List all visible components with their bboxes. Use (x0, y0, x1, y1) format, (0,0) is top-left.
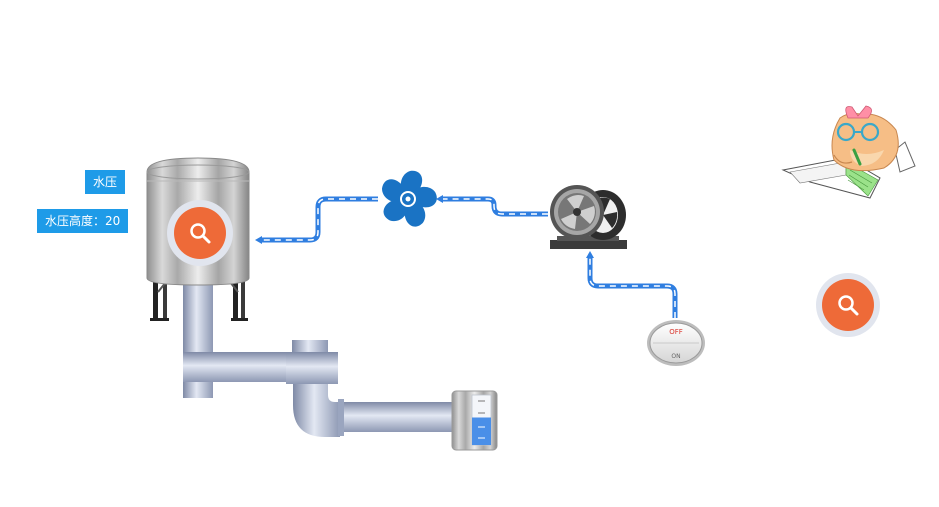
zoom-button-tank[interactable] (167, 200, 233, 266)
level-gauge-fill (472, 417, 491, 445)
motor-icon (550, 185, 627, 249)
switch-off-label: OFF (669, 328, 683, 336)
flow-line-fan-to-tank (255, 196, 378, 244)
water-pipe (183, 280, 454, 437)
level-gauge (451, 390, 498, 451)
search-icon (190, 223, 211, 244)
toggle-switch[interactable]: OFF ON (647, 320, 705, 366)
pressure-height-tag: 水压高度：20 (37, 209, 129, 233)
reading-cat-illustration (781, 105, 916, 199)
search-icon (838, 295, 859, 316)
flow-line-motor-to-fan (436, 195, 548, 217)
pressure-tag-label: 水压 (93, 175, 118, 189)
flow-line-switch-to-motor (586, 251, 678, 318)
fan-icon (381, 170, 437, 227)
pressure-height-value: 20 (105, 214, 121, 228)
pressure-tag: 水压 (85, 170, 126, 194)
pressure-height-label: 水压高度： (45, 214, 106, 228)
zoom-button-side[interactable] (816, 273, 880, 337)
switch-on-label: ON (671, 353, 680, 360)
